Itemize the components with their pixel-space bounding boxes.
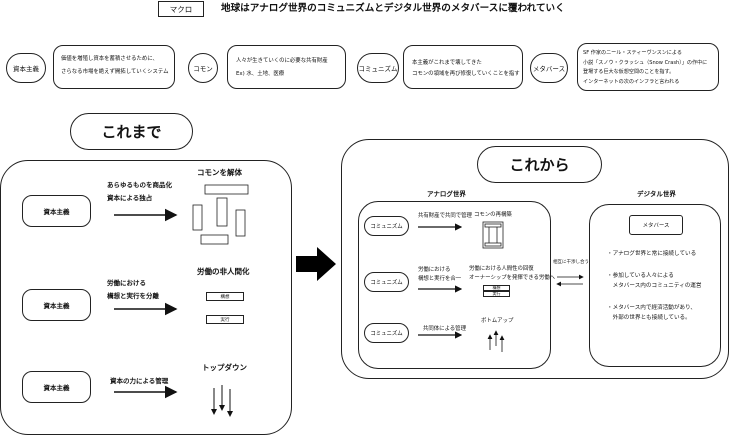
past-desc-2b: 構想と実行を分離 [107, 292, 159, 300]
header-label-box: マクロ [158, 1, 204, 17]
past-result-3: トップダウン [202, 363, 247, 372]
top-down-icon [211, 385, 233, 417]
glossary-def-metaverse: SF 作家のニール・スティーヴンスンによる 小説「スノウ・クラッシュ（Snow … [577, 43, 719, 91]
past-subject-2: 資本主義 [22, 289, 91, 321]
digital-point-3b: 外部の世界とも接続している。 [607, 315, 691, 321]
analog-subject-1: コミュニズム [364, 216, 409, 236]
transition-arrow [296, 247, 336, 281]
past-title: これまで [70, 113, 193, 150]
digital-point-2b: メタバース内のコミュニティの運営 [607, 283, 702, 289]
past-result-1: コモンを解体 [197, 168, 242, 177]
future-panel [341, 139, 729, 379]
future-title: これから [477, 146, 602, 183]
analog-result-2a: 労働における人間性の回復 [469, 266, 534, 272]
dismantled-commons-icon [192, 184, 249, 245]
glossary-term-common: コモン [188, 53, 218, 83]
past-desc-2a: 労働における [107, 279, 146, 287]
glossary-def-capitalism: 価値を増殖し資本を蓄積させるために、 さらなる市場を絶えず開拓していくシステム [53, 45, 175, 89]
past-result-2: 労働の非人間化 [197, 267, 250, 276]
past-desc-3: 資本の力による管理 [110, 377, 169, 385]
analog-result-2b: オーナーシップを発揮できる労働へ [469, 275, 556, 281]
rebuilt-commons-icon [482, 221, 504, 249]
past-desc-1b: 資本による独占 [107, 194, 153, 202]
analog-execute-box: 実行 [483, 291, 510, 297]
analog-result-1: コモンの再構築 [474, 212, 512, 218]
analog-concept-box: 構想 [483, 285, 510, 291]
analog-subject-3: コミュニズム [364, 323, 409, 343]
header-label: マクロ [169, 4, 193, 14]
bottom-up-icon [487, 330, 505, 352]
diagram-graphics [114, 184, 584, 417]
glossary-term-communism: コミュニズム [357, 53, 399, 83]
past-concept-box: 構想 [206, 292, 244, 301]
page-title: 地球はアナログ世界のコミュニズムとデジタル世界のメタバースに覆われていく [221, 3, 565, 14]
analog-desc-2a: 労働における [418, 267, 451, 273]
glossary-term-capitalism: 資本主義 [6, 53, 46, 83]
digital-world-panel [589, 204, 721, 367]
glossary-def-communism: 本主義がこれまで壊してきた コモンの領域を再び修復していくことを指す [403, 45, 523, 89]
digital-point-1: ・アナログ世界と常に接続している [607, 251, 697, 257]
analog-desc-1: 共有財産で共同で管理 [418, 213, 472, 219]
analog-desc-2b: 構想と実行を合一 [418, 276, 462, 282]
digital-point-2a: ・参加している人々による [607, 273, 674, 279]
digital-point-3a: ・メタバース内で経済活動があり、 [607, 305, 696, 311]
analog-world-title: アナログ世界 [427, 190, 466, 198]
mutual-interference-label: 相互に干渉し合う [553, 260, 589, 265]
past-subject-1: 資本主義 [22, 195, 91, 227]
analog-world-panel [358, 201, 551, 369]
glossary-term-metaverse: メタバース [530, 53, 568, 83]
analog-desc-3: 共同体による管理 [423, 326, 466, 332]
past-execute-box: 実行 [206, 315, 244, 324]
metaverse-label-box: メタバース [629, 215, 683, 235]
glossary-def-common: 人々が生きていくのに必要な共有財産 Ex) 水、土地、医療 [227, 45, 346, 89]
past-desc-1a: あらゆるものを商品化 [107, 181, 172, 189]
past-subject-3: 資本主義 [22, 371, 91, 403]
analog-result-3: ボトムアップ [481, 318, 514, 324]
analog-subject-2: コミュニズム [364, 272, 409, 292]
digital-world-title: デジタル世界 [637, 190, 676, 198]
